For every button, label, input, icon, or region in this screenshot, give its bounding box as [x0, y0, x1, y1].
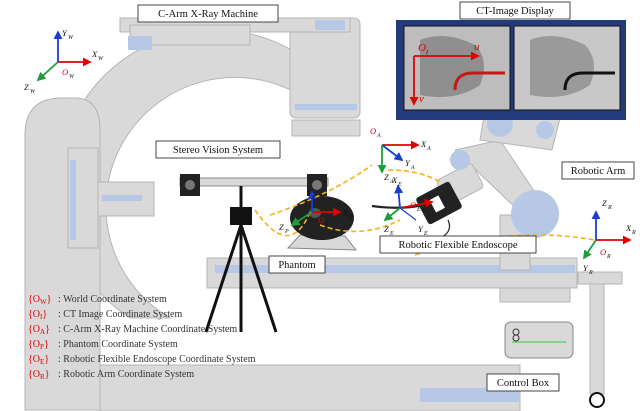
svg-text:{OR}: {OR}: [28, 369, 50, 381]
legend-item: {OW} : World Coordinate System: [28, 294, 167, 306]
ct-display-screen: [396, 20, 626, 120]
svg-text:A: A: [389, 179, 394, 185]
svg-text:{OW}: {OW}: [28, 294, 51, 306]
svg-text:W: W: [98, 56, 104, 62]
svg-text:E: E: [423, 231, 428, 237]
tracking-paths: [254, 164, 596, 256]
svg-text:X: X: [391, 175, 398, 185]
world-origin-label: O: [62, 67, 68, 77]
phantom-origin-label: O: [318, 215, 324, 225]
svg-text:C-Arm X-Ray Machine: C-Arm X-Ray Machine: [158, 9, 258, 20]
svg-text:Z: Z: [602, 198, 607, 208]
label-stereo: Stereo Vision System: [155, 140, 281, 159]
image-v-label: v: [419, 93, 424, 105]
svg-text:Y: Y: [306, 188, 312, 198]
svg-text:A: A: [426, 146, 431, 152]
label-phantom: Phantom: [268, 255, 326, 274]
phantom-model: [286, 196, 358, 251]
svg-text:X: X: [625, 223, 632, 233]
svg-text:X: X: [342, 208, 349, 218]
svg-text:Control Box: Control Box: [497, 378, 550, 389]
svg-text:Z: Z: [384, 172, 389, 182]
svg-text:Y: Y: [418, 224, 424, 234]
svg-text:W: W: [68, 35, 74, 41]
svg-text:R: R: [631, 230, 636, 236]
svg-text:Robotic Arm: Robotic Arm: [571, 166, 626, 177]
legend-item: {OP} : Phantom Coordinate System: [28, 339, 178, 351]
svg-text:R: R: [606, 254, 611, 260]
world-x-label: X: [91, 49, 98, 59]
world-z-label: Z: [24, 82, 29, 92]
svg-text:{OP}: {OP}: [28, 339, 49, 351]
image-origin-label: O: [418, 42, 426, 54]
coordinate-legend: {OW} : World Coordinate System {OI} : CT…: [28, 294, 256, 381]
svg-text:{OE}: {OE}: [28, 354, 49, 366]
control-box: [504, 321, 574, 359]
svg-text:I: I: [425, 50, 429, 56]
svg-text:{OI}: {OI}: [28, 309, 47, 321]
svg-text:R: R: [607, 205, 612, 211]
svg-text:X: X: [420, 139, 427, 149]
svg-text:Y: Y: [583, 263, 589, 273]
svg-text:: Phantom Coordinate System: : Phantom Coordinate System: [58, 339, 178, 350]
arm-xray-origin-label: O: [370, 126, 376, 136]
image-u-label: u: [474, 41, 480, 53]
svg-text:: CT Image Coordinate System: : CT Image Coordinate System: [58, 309, 182, 320]
base-platform: [99, 364, 521, 411]
label-c-arm: C-Arm X-Ray Machine: [137, 4, 279, 23]
endoscope-origin-label: O: [410, 200, 416, 210]
svg-text:: Robotic Arm Coordinate Syste: : Robotic Arm Coordinate System: [58, 369, 194, 380]
svg-text:Y: Y: [405, 158, 411, 168]
label-robotic-arm: Robotic Arm: [561, 161, 635, 180]
label-endoscope: Robotic Flexible Endoscope: [379, 235, 537, 254]
svg-text:CT-Image Display: CT-Image Display: [476, 6, 554, 17]
svg-text:P: P: [311, 195, 316, 201]
svg-text:{OA}: {OA}: [28, 324, 50, 336]
svg-text:A: A: [410, 165, 415, 171]
legend-item: {OR} : Robotic Arm Coordinate System: [28, 369, 194, 381]
legend-item: {OA} : C-Arm X-Ray Machine Coordinate Sy…: [28, 324, 237, 336]
svg-text:Robotic Flexible Endoscope: Robotic Flexible Endoscope: [399, 240, 518, 251]
svg-text:P: P: [324, 222, 329, 228]
svg-text:E: E: [416, 207, 421, 213]
legend-item: {OE} : Robotic Flexible Endoscope Coordi…: [28, 354, 256, 366]
svg-text:Z: Z: [384, 224, 389, 234]
svg-text:P: P: [348, 215, 353, 221]
svg-text:P: P: [284, 229, 289, 235]
svg-text:: C-Arm X-Ray Machine Coordina: : C-Arm X-Ray Machine Coordinate System: [58, 324, 237, 335]
label-control-box: Control Box: [486, 373, 560, 392]
c-arm-machine: [24, 17, 361, 411]
svg-text:Z: Z: [279, 222, 284, 232]
svg-text:Stereo Vision System: Stereo Vision System: [173, 145, 263, 156]
svg-text:: Robotic Flexible Endoscope C: : Robotic Flexible Endoscope Coordinate …: [58, 354, 256, 365]
world-y-label: Y: [62, 28, 68, 38]
svg-text:E: E: [389, 231, 394, 237]
svg-text:W: W: [69, 74, 75, 80]
label-ct-display: CT-Image Display: [459, 1, 571, 20]
svg-text:A: A: [376, 133, 381, 139]
svg-text:R: R: [588, 270, 593, 276]
svg-text:Phantom: Phantom: [278, 260, 315, 271]
svg-text:: World Coordinate System: : World Coordinate System: [58, 294, 167, 305]
robot-origin-label: O: [600, 247, 606, 257]
svg-text:E: E: [397, 182, 402, 188]
stereo-vision-rig: [179, 174, 329, 333]
legend-item: {OI} : CT Image Coordinate System: [28, 309, 182, 321]
svg-text:W: W: [30, 89, 36, 95]
